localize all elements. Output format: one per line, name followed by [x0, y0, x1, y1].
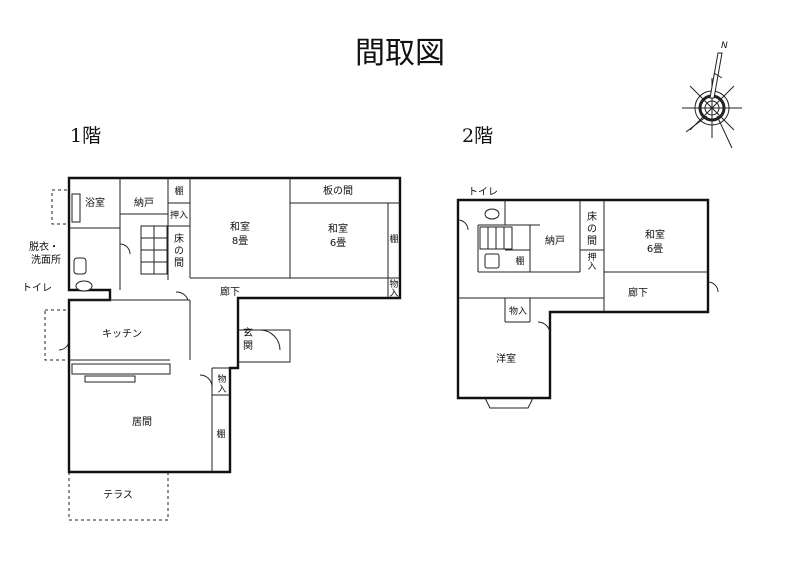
- north-label: N: [721, 41, 728, 51]
- f1-closet-mid-label-2: 入: [217, 384, 226, 395]
- floor2-outer-wall: [456, 198, 710, 400]
- kitchen-exterior-dashed: [44, 309, 70, 361]
- f1-oshiire-label: 押入: [170, 209, 188, 221]
- f1-closet-mid-label-1: 物: [217, 373, 226, 385]
- f1-washitsu6-size: 6畳: [330, 237, 346, 249]
- f2-western-label: 洋室: [496, 352, 516, 365]
- f2-closet-label: 物入: [509, 305, 527, 317]
- f1-datsui-label-2: 洗面所: [31, 254, 61, 266]
- bathtub-icon: [71, 193, 81, 223]
- f2-hall-label: 廊下: [628, 286, 648, 299]
- f2-storage-label: 納戸: [545, 234, 565, 247]
- f1-shelf-living-label: 棚: [216, 428, 225, 440]
- bath-exterior-dashed: [51, 189, 70, 225]
- f1-washitsu8-name: 和室: [230, 220, 250, 233]
- f1-closet-right-label-1: 物: [389, 278, 398, 290]
- f2-toko-label-1: 床: [587, 210, 597, 223]
- f1-shelf-right-label: 棚: [389, 233, 398, 245]
- f2-toilet-label: トイレ: [468, 187, 498, 198]
- f1-closet-right-label-2: 入: [389, 288, 398, 299]
- f2-shelf-label: 棚: [515, 255, 524, 267]
- f1-itanoma-label: 板の間: [323, 184, 353, 197]
- f1-terrace-label: テラス: [103, 489, 133, 501]
- floor2-label: 2階: [462, 125, 493, 147]
- f1-datsui-label-1: 脱衣・: [29, 240, 59, 253]
- f1-hall-label: 廊下: [220, 285, 240, 298]
- f1-bath-label: 浴室: [85, 196, 105, 209]
- terrace-outline: [68, 472, 169, 521]
- f2-oshiire-label-1: 押: [587, 251, 596, 263]
- f1-washitsu8-size: 8畳: [232, 235, 248, 247]
- f1-toko-label-2: の: [174, 246, 184, 257]
- f2-oshiire-label-2: 入: [587, 261, 596, 272]
- f1-storage-label: 納戸: [134, 196, 154, 209]
- toilet-icon: [75, 280, 93, 292]
- f1-entrance-label-2: 関: [243, 340, 253, 352]
- f1-kitchen-label: キッチン: [102, 328, 142, 340]
- f2-washbasin-icon: [484, 253, 500, 269]
- f1-washitsu6-name: 和室: [328, 222, 348, 235]
- f1-toko-label-3: 間: [174, 257, 184, 269]
- f2-washitsu-name: 和室: [645, 228, 665, 241]
- floor1-label: 1階: [70, 125, 101, 147]
- f2-toilet-icon: [484, 208, 500, 220]
- f2-toko-label-2: の: [587, 224, 597, 235]
- f1-toilet-label: トイレ: [22, 283, 52, 294]
- washbasin-icon: [73, 257, 87, 275]
- f1-living-label: 居間: [132, 416, 152, 428]
- floor1-plan: [44, 176, 402, 521]
- f2-toko-label-3: 間: [587, 235, 597, 247]
- f1-toko-label-1: 床: [174, 232, 184, 245]
- f1-entrance-label-1: 玄: [243, 326, 253, 339]
- f2-washitsu-size: 6畳: [647, 243, 663, 255]
- page-title: 間取図: [355, 36, 445, 71]
- floor1-outer-wall: [67, 176, 402, 474]
- kitchen-counter: [71, 363, 171, 375]
- f1-shelf-top-label: 棚: [174, 185, 183, 197]
- floor2-plan: [456, 198, 719, 409]
- compass-icon: [682, 52, 742, 149]
